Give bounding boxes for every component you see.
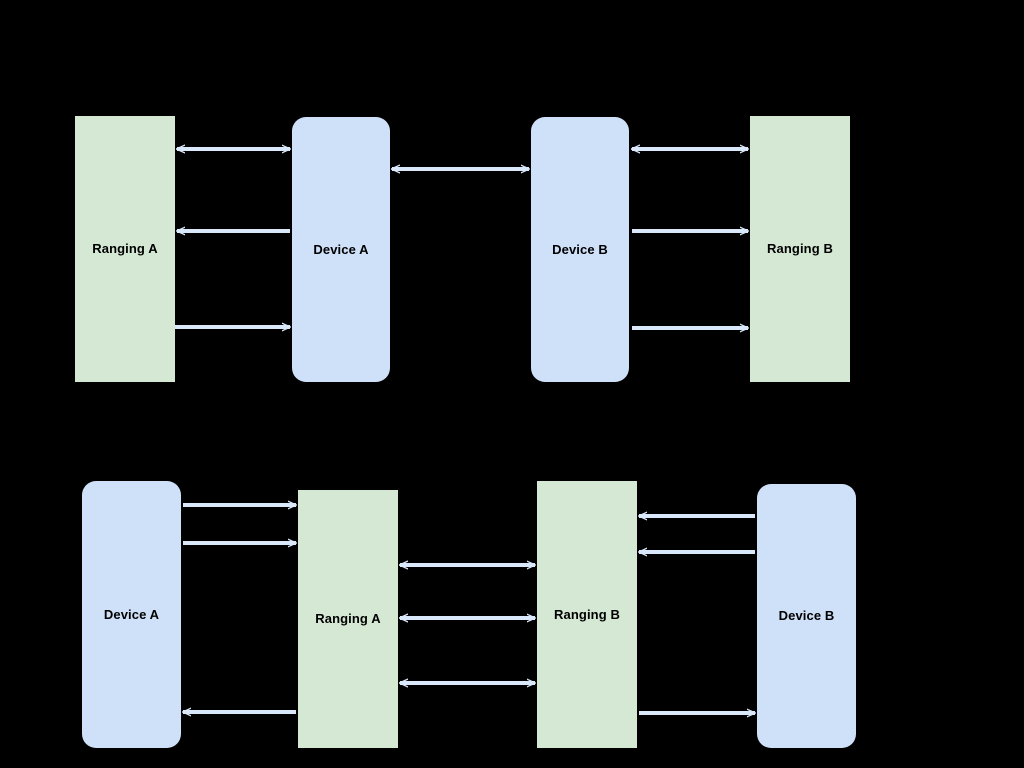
node-device-b-bottom-label: Device B <box>778 608 835 624</box>
node-ranging-b-bottom-label: Ranging B <box>554 606 620 622</box>
node-device-b-top-label: Device B <box>552 241 608 257</box>
node-ranging-a-top[interactable]: Ranging A <box>75 116 175 382</box>
node-device-b-bottom[interactable]: Device B <box>757 484 856 748</box>
arrow-group <box>175 149 755 713</box>
node-device-a-bottom-label: Device A <box>103 606 160 622</box>
node-ranging-a-bottom[interactable]: Ranging A <box>298 490 398 748</box>
node-ranging-a-bottom-label: Ranging A <box>315 611 381 627</box>
node-ranging-b-top[interactable]: Ranging B <box>750 116 850 382</box>
node-device-a-bottom[interactable]: Device A <box>82 481 181 748</box>
node-ranging-b-bottom[interactable]: Ranging B <box>537 481 637 748</box>
node-device-a-top[interactable]: Device A <box>292 117 390 382</box>
node-device-a-top-label: Device A <box>313 241 369 257</box>
node-ranging-a-top-label: Ranging A <box>92 241 158 257</box>
node-ranging-b-top-label: Ranging B <box>767 241 833 257</box>
node-device-b-top[interactable]: Device B <box>531 117 629 382</box>
